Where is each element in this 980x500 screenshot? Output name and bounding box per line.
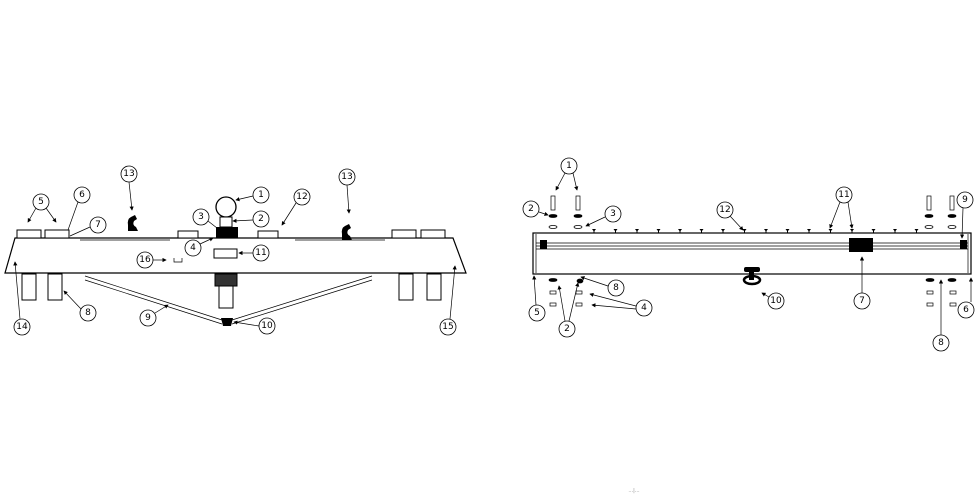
callout-7: 7 (69, 216, 107, 237)
svg-text:13: 13 (123, 169, 134, 179)
stud-icon (871, 229, 876, 233)
svg-text:2: 2 (258, 214, 264, 224)
callout-9: 9 (139, 304, 169, 327)
left-top-blocks (16, 229, 446, 239)
svg-text:12: 12 (296, 192, 307, 202)
stud-icon (828, 229, 833, 233)
callout-2: 2 (232, 210, 270, 228)
svg-text:8: 8 (938, 338, 944, 348)
r-callout-11: 11 (829, 186, 854, 229)
svg-text:2: 2 (564, 324, 570, 334)
r-callout-9: 9 (956, 191, 974, 239)
callout-10: 10 (233, 317, 276, 335)
callout-12: 12 (281, 188, 311, 226)
footer-mark: ...|... (628, 488, 640, 494)
stud-icon (914, 229, 919, 233)
svg-text:13: 13 (341, 172, 352, 182)
svg-text:10: 10 (770, 296, 782, 306)
callout-13a: 13 (120, 165, 138, 211)
svg-text:9: 9 (962, 195, 968, 205)
r-callout-4: 4 (589, 292, 653, 317)
svg-text:6: 6 (79, 190, 85, 200)
r-callout-2: 2 (522, 200, 549, 218)
svg-text:11: 11 (255, 248, 266, 258)
svg-text:1: 1 (258, 190, 264, 200)
svg-text:3: 3 (198, 212, 204, 222)
svg-text:8: 8 (613, 283, 619, 293)
r-callout-7: 7 (853, 256, 871, 310)
left-assembly-view: 5 6 7 13 1 3 2 12 13 4 11 16 14 8 9 10 1… (4, 165, 467, 336)
r-callout-12: 12 (716, 201, 744, 231)
callout-16: 16 (136, 251, 167, 269)
right-bolts (548, 195, 957, 307)
r-callout-10: 10 (761, 292, 785, 310)
r-callout-1: 1 (555, 157, 579, 191)
right-callouts: 1 2 3 12 11 9 8 5 2 4 10 7 6 8 (522, 157, 975, 352)
stud-icon (699, 229, 704, 233)
stud-icon (785, 229, 790, 233)
stud-icon (893, 229, 897, 233)
svg-text:11: 11 (838, 190, 849, 200)
svg-text:8: 8 (85, 308, 91, 318)
left-support-struts (84, 275, 373, 326)
left-post-figures (127, 215, 352, 240)
stud-icon (592, 229, 596, 233)
callout-15: 15 (439, 265, 457, 336)
r-callout-3: 3 (585, 205, 622, 227)
svg-text:1: 1 (566, 161, 572, 171)
svg-text:2: 2 (528, 204, 534, 214)
svg-text:7: 7 (859, 296, 865, 306)
svg-text:4: 4 (641, 303, 647, 313)
callout-3: 3 (192, 208, 218, 229)
left-callouts: 5 6 7 13 1 3 2 12 13 4 11 16 14 8 9 10 1… (13, 165, 457, 336)
callout-14: 14 (13, 261, 31, 336)
stud-icon (656, 229, 661, 233)
svg-text:4: 4 (190, 243, 196, 253)
svg-text:16: 16 (139, 255, 151, 265)
right-rails (536, 242, 968, 250)
svg-text:15: 15 (442, 322, 453, 332)
right-center-block (849, 238, 873, 252)
stud-icon (678, 229, 682, 233)
r-callout-8a: 8 (580, 276, 625, 297)
stud-icon (721, 229, 725, 233)
r-callout-6: 6 (957, 277, 975, 319)
svg-text:3: 3 (610, 209, 616, 219)
r-callout-8b: 8 (932, 279, 950, 352)
right-top-studs: /* studs drawn below */ (592, 229, 919, 233)
svg-text:12: 12 (719, 205, 730, 215)
svg-text:10: 10 (261, 321, 273, 331)
callout-13b: 13 (338, 168, 356, 214)
stud-icon (764, 229, 768, 233)
callout-4: 4 (184, 237, 214, 257)
callout-6: 6 (67, 186, 91, 231)
svg-text:6: 6 (963, 305, 969, 315)
right-hitch-knob (742, 267, 762, 286)
left-plate (213, 248, 238, 259)
svg-text:7: 7 (95, 220, 101, 230)
left-feet (21, 273, 442, 309)
callout-11: 11 (238, 244, 270, 262)
left-hitch-ball (215, 196, 238, 238)
r-callout-2b: 2 (557, 282, 580, 338)
svg-text:5: 5 (38, 197, 44, 207)
callout-8: 8 (63, 290, 97, 322)
callout-5: 5 (27, 193, 57, 223)
stud-icon (635, 229, 639, 233)
svg-text:5: 5 (534, 308, 540, 318)
stud-icon (807, 229, 811, 233)
stud-icon (850, 229, 854, 233)
stud-icon (742, 229, 747, 233)
right-assembly-view: /* studs drawn below */ 1 2 3 12 11 (522, 157, 975, 352)
callout-1: 1 (235, 186, 270, 204)
svg-text:9: 9 (145, 313, 151, 323)
r-callout-5: 5 (528, 275, 546, 322)
stud-icon (613, 229, 618, 233)
svg-text:14: 14 (16, 322, 28, 332)
